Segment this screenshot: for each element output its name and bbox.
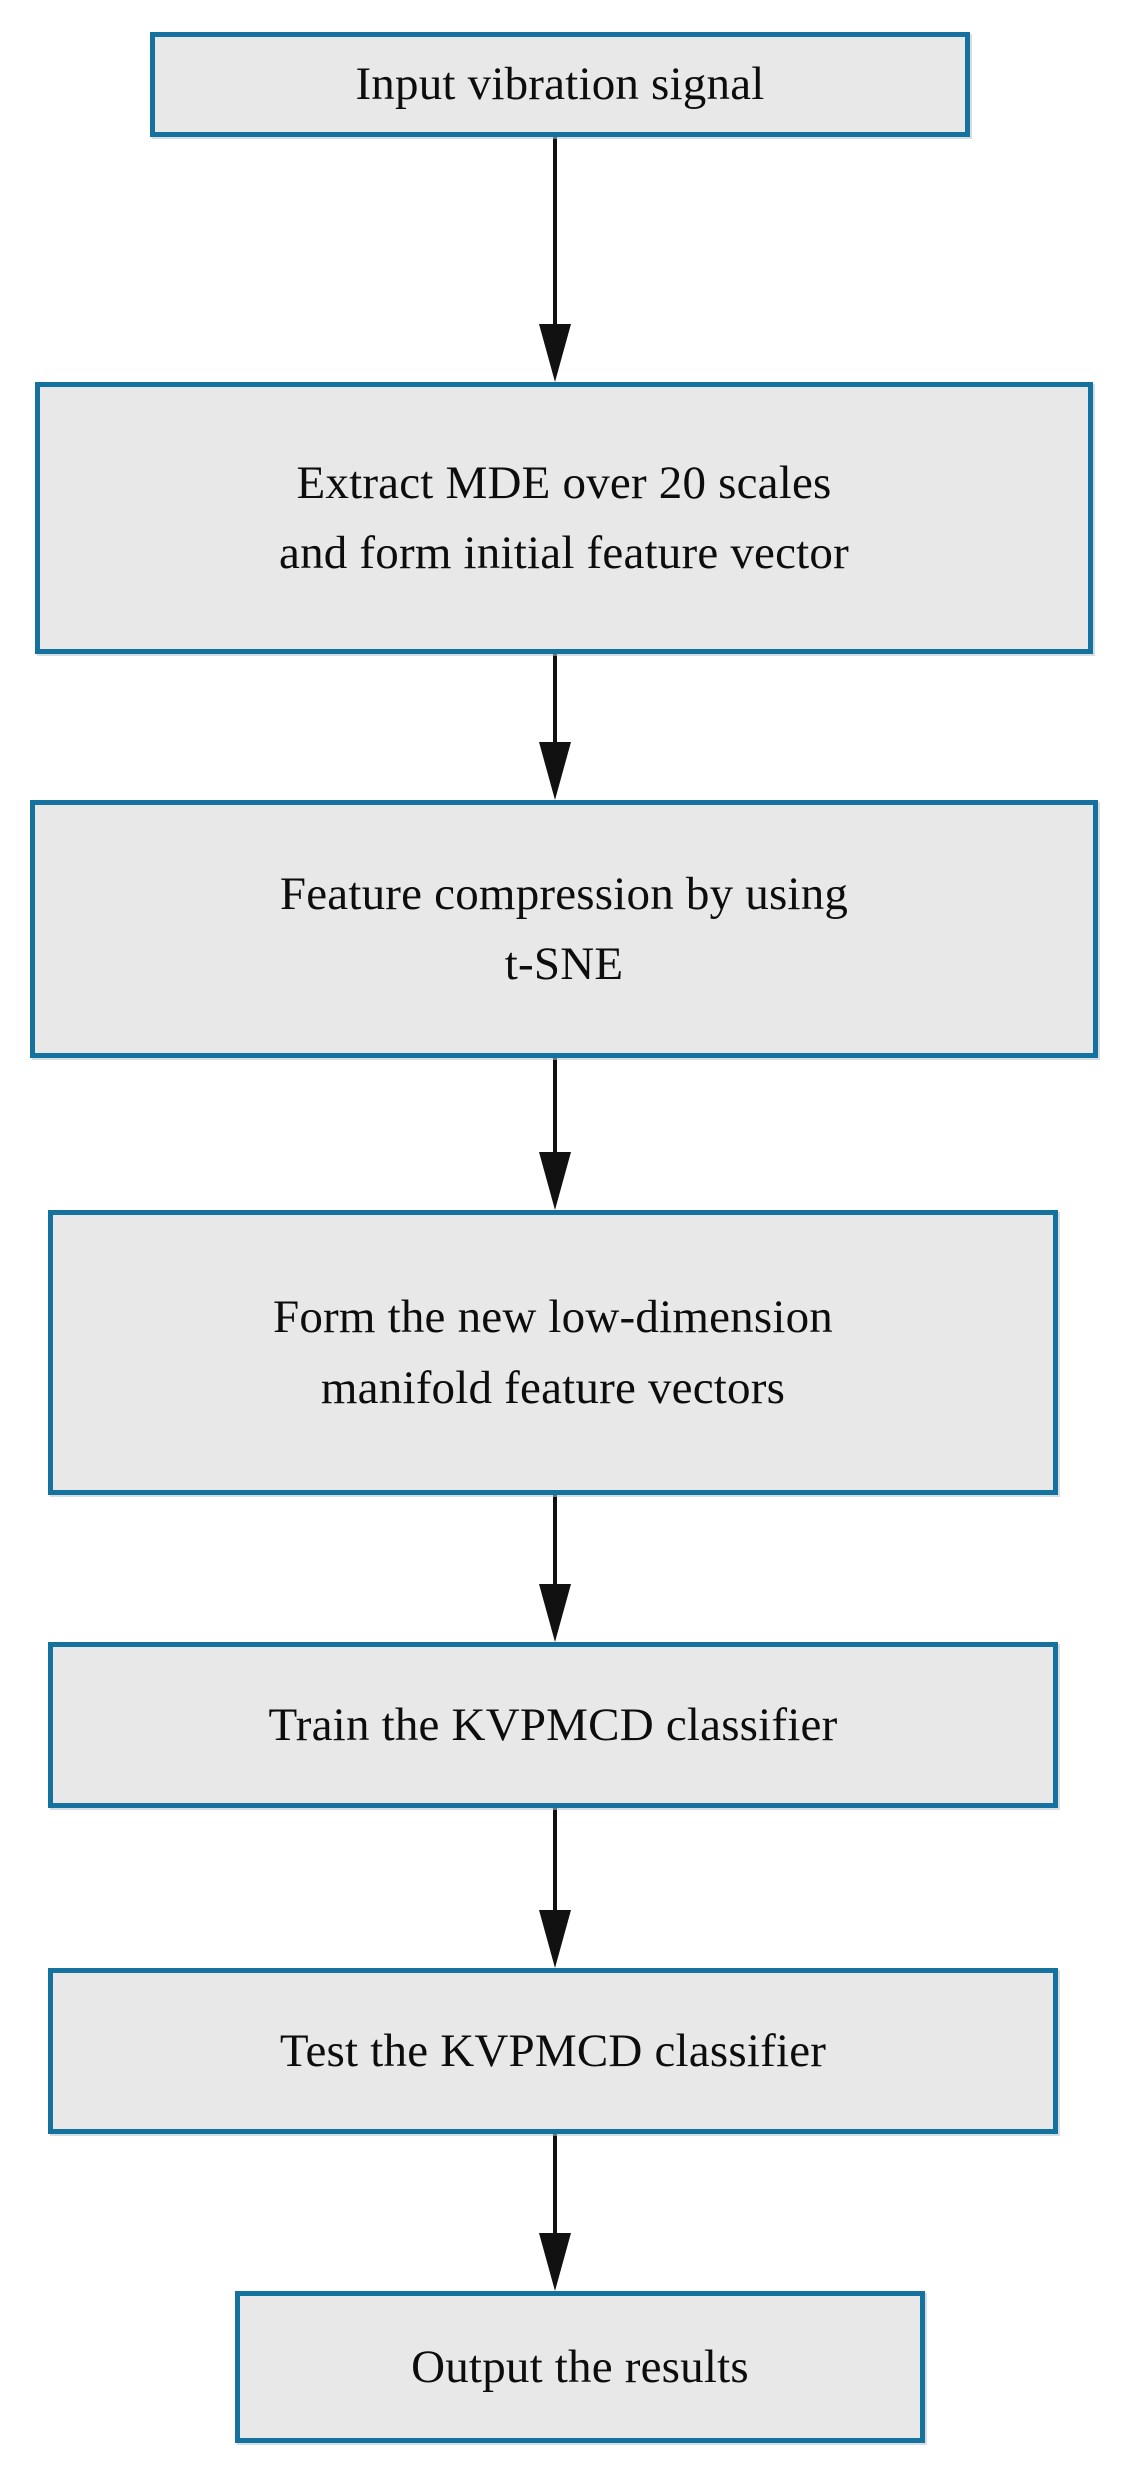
node-label-line: Input vibration signal — [355, 58, 765, 111]
arrow-head — [539, 2233, 571, 2291]
node-label-line: Feature compression by using — [279, 867, 849, 920]
node-label-line: manifold feature vectors — [320, 1361, 786, 1414]
arrow-node1-to-node2 — [525, 137, 585, 382]
node-label-line: Output the results — [411, 2340, 749, 2393]
node-label-line: Extract MDE over 20 scales — [296, 456, 832, 509]
arrow-node5-to-node6 — [525, 1808, 585, 1968]
node-label-group: Form the new low-dimension manifold featu… — [43, 1282, 1063, 1423]
flowchart-node-form-manifold-feature-vectors: Form the new low-dimension manifold featu… — [48, 1210, 1058, 1495]
node-label-line: Test the KVPMCD classifier — [279, 2024, 827, 2077]
node-label-group: Train the KVPMCD classifier — [43, 1690, 1063, 1761]
node-label-group: Test the KVPMCD classifier — [43, 2016, 1063, 2087]
arrow-node4-to-node5 — [525, 1495, 585, 1642]
arrow-head — [539, 1584, 571, 1642]
node-label-group: Output the results — [230, 2332, 930, 2403]
arrow-head — [539, 1152, 571, 1210]
flowchart-node-extract-mde-features: Extract MDE over 20 scales and form initi… — [35, 382, 1093, 654]
node-label-line: t-SNE — [504, 938, 624, 990]
node-label-group: Input vibration signal — [145, 49, 975, 120]
arrow-node2-to-node3 — [525, 654, 585, 800]
flowchart-node-test-kvpmcd-classifier: Test the KVPMCD classifier — [48, 1968, 1058, 2134]
arrow-node6-to-node7 — [525, 2134, 585, 2291]
arrow-head — [539, 742, 571, 800]
arrow-node3-to-node4 — [525, 1058, 585, 1210]
arrow-head — [539, 324, 571, 382]
arrow-head — [539, 1910, 571, 1968]
node-label-line: Form the new low-dimension — [273, 1291, 833, 1343]
flowchart-node-feature-compression-tsne: Feature compression by using t-SNE — [30, 800, 1098, 1058]
flowchart-node-train-kvpmcd-classifier: Train the KVPMCD classifier — [48, 1642, 1058, 1808]
node-label-line: and form initial feature vector — [279, 527, 849, 579]
node-label-group: Extract MDE over 20 scales and form initi… — [30, 448, 1098, 589]
node-label-line: Train the KVPMCD classifier — [268, 1698, 838, 1751]
flowchart-node-output-the-results: Output the results — [235, 2291, 925, 2443]
flowchart-node-input-vibration-signal: Input vibration signal — [150, 32, 970, 137]
node-label-group: Feature compression by using t-SNE — [25, 859, 1103, 1000]
